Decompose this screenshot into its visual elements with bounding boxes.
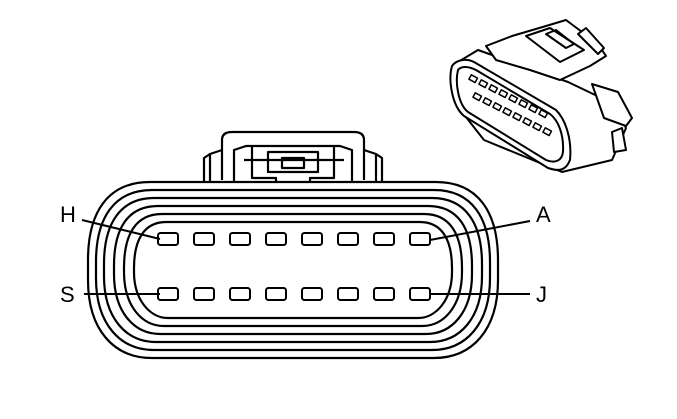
terminal-cavities xyxy=(157,232,431,301)
pin-label-s: S xyxy=(60,282,75,307)
terminal-cavity xyxy=(337,232,359,246)
terminal-cavity xyxy=(337,287,359,301)
pin-label-j: J xyxy=(536,282,547,307)
pin-label-a: A xyxy=(536,202,551,227)
terminal-cavity xyxy=(373,287,395,301)
connector-perspective-view xyxy=(449,19,633,173)
terminal-cavity xyxy=(265,232,287,246)
terminal-cavity xyxy=(157,232,179,246)
terminal-cavity xyxy=(265,287,287,301)
pin-label-h: H xyxy=(60,202,76,227)
terminal-cavity xyxy=(229,232,251,246)
leader-lines xyxy=(81,219,531,295)
terminal-cavity xyxy=(373,232,395,246)
terminal-cavity xyxy=(301,232,323,246)
leader-line-a xyxy=(429,220,531,241)
terminal-cavity xyxy=(157,287,179,301)
connector-front-view xyxy=(86,130,500,360)
terminal-cavity xyxy=(409,287,431,301)
terminal-cavity xyxy=(193,287,215,301)
terminal-cavity xyxy=(409,232,431,246)
terminal-cavity xyxy=(193,232,215,246)
terminal-cavity xyxy=(229,287,251,301)
leader-line-h xyxy=(81,219,161,240)
terminal-cavity xyxy=(301,287,323,301)
